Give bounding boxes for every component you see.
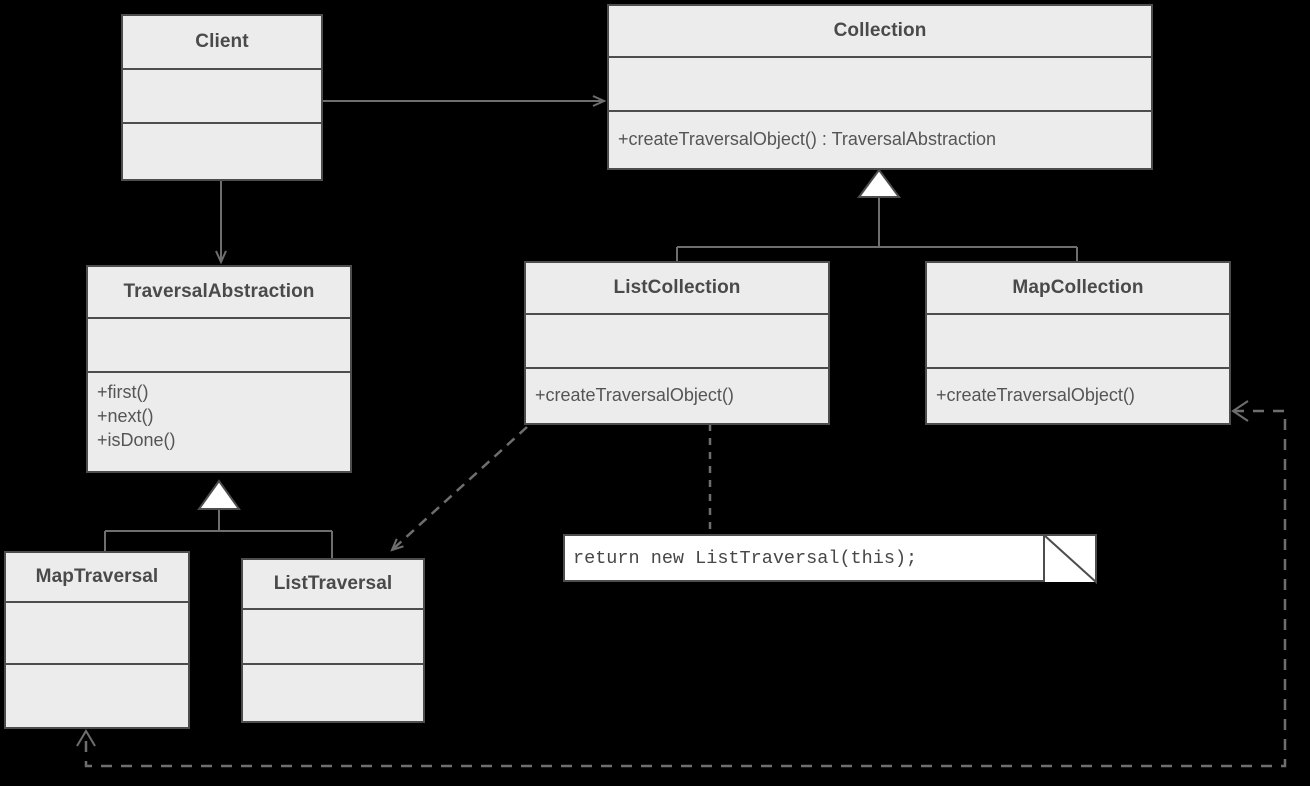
class-name-client: Client [123,16,321,68]
note-list-traversal[interactable]: return new ListTraversal(this); [563,534,1097,584]
class-attributes-map-traversal [6,601,188,663]
class-operations-collection: +createTraversalObject() : TraversalAbst… [609,110,1151,168]
arrowhead-into-map-collection [1231,400,1249,422]
class-name-label: MapTraversal [35,566,159,587]
class-operations-map-traversal [6,663,188,727]
class-name-map-traversal: MapTraversal [6,553,188,601]
class-name-list-traversal: ListTraversal [243,560,423,608]
class-operations-list-traversal [243,663,423,721]
edge-collection-generalization-tree [676,168,1078,262]
operation-item: +createTraversalObject() [936,385,1135,406]
class-box-client[interactable]: Client [121,14,323,181]
note-body: return new ListTraversal(this); [563,534,1045,582]
operation-item: +createTraversalObject() : TraversalAbst… [618,129,996,150]
operation-item: +next() [97,405,154,426]
class-operations-client [123,122,321,179]
operation-item: +createTraversalObject() [535,385,734,406]
class-attributes-traversal-abstraction [88,317,350,371]
class-attributes-collection [609,56,1151,110]
class-box-map-collection[interactable]: MapCollection +createTraversalObject() [925,261,1231,425]
operation-item: +isDone() [97,429,176,450]
class-name-label: TraversalAbstraction [123,281,315,302]
class-box-list-traversal[interactable]: ListTraversal [241,558,425,723]
class-name-list-collection: ListCollection [526,263,828,313]
edge-list-collection-creates-list-traversal [392,426,528,550]
class-attributes-list-traversal [243,608,423,663]
class-box-map-traversal[interactable]: MapTraversal [4,551,190,729]
class-box-collection[interactable]: Collection +createTraversalObject() : Tr… [607,4,1153,170]
class-name-label: ListCollection [613,277,741,298]
class-box-traversal-abstraction[interactable]: TraversalAbstraction +first() +next() +i… [86,265,352,473]
operation-item: +first() [97,382,149,402]
note-fold-corner [1043,534,1097,584]
class-name-label: ListTraversal [273,573,393,594]
class-name-map-collection: MapCollection [927,263,1229,313]
edge-traversal-generalization-tree [104,479,333,558]
class-attributes-list-collection [526,313,828,367]
hollow-triangle-collection [857,168,901,198]
class-name-collection: Collection [609,6,1151,56]
class-name-label: Collection [833,20,927,41]
class-attributes-map-collection [927,313,1229,367]
class-operations-list-collection: +createTraversalObject() [526,367,828,423]
class-box-list-collection[interactable]: ListCollection +createTraversalObject() [524,261,830,425]
class-operations-map-collection: +createTraversalObject() [927,367,1229,423]
arrowhead-into-map-traversal [76,729,96,747]
note-text: return new ListTraversal(this); [573,547,918,569]
hollow-triangle-traversal-abstraction [197,479,241,510]
class-attributes-client [123,68,321,122]
class-name-label: Client [195,31,249,52]
class-name-traversal-abstraction: TraversalAbstraction [88,267,350,317]
class-operations-traversal-abstraction: +first() +next() +isDone() [88,371,350,471]
class-name-label: MapCollection [1012,277,1144,298]
